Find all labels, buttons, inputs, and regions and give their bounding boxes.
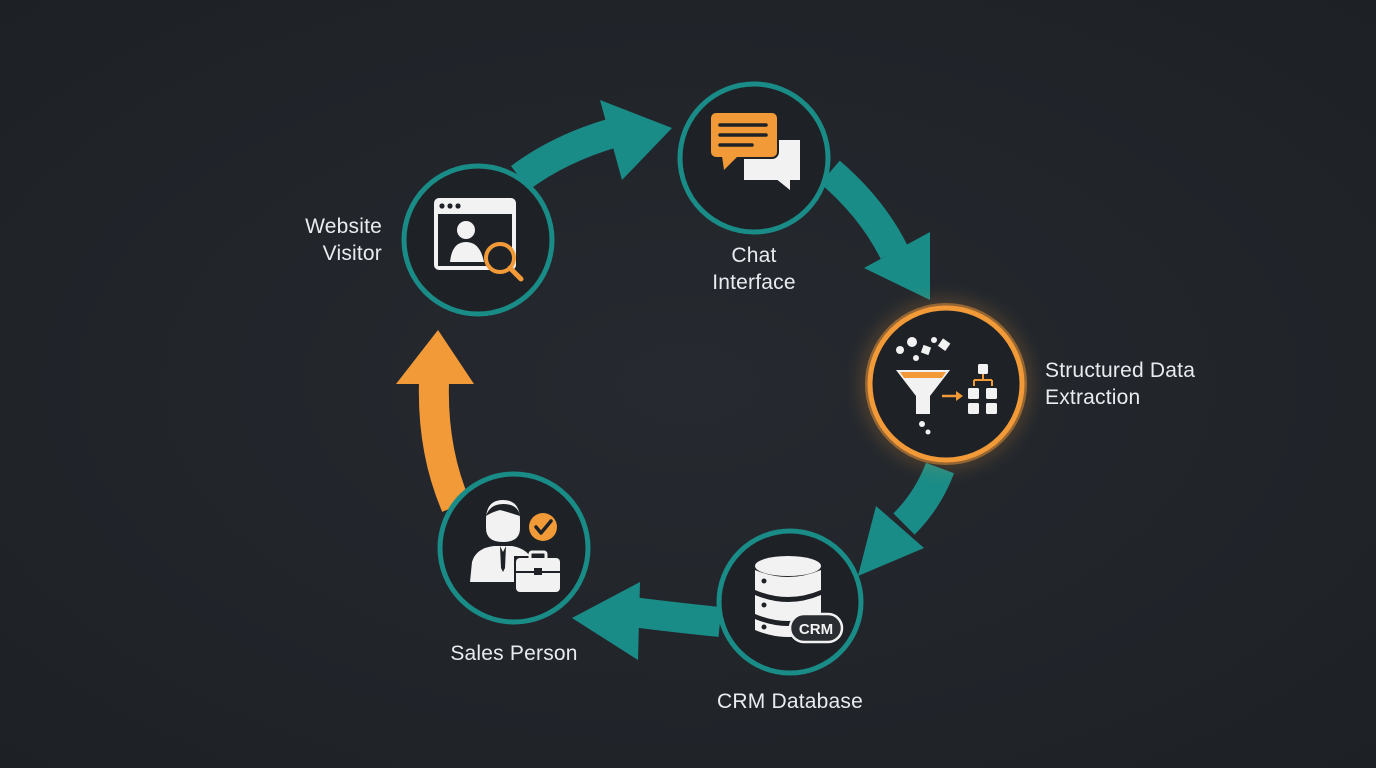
label-line: Structured Data: [1045, 359, 1196, 382]
label-line: Extraction: [1045, 386, 1141, 409]
node-chat-interface: [677, 81, 831, 235]
label-line: CRM Database: [717, 690, 863, 713]
label-line: Chat: [731, 244, 777, 267]
funnel-structure-icon: [896, 337, 997, 435]
node-website-visitor: [401, 163, 555, 317]
arrow-sales-to-visitor: [396, 330, 474, 512]
label-line: Website: [305, 215, 382, 238]
label-line: Interface: [712, 271, 796, 294]
node-sales-person: [437, 471, 591, 625]
label-website-visitor: Website Visitor: [262, 213, 382, 267]
label-line: Sales Person: [450, 642, 578, 665]
salesperson-briefcase-icon: [470, 500, 560, 592]
node-crm-database: CRM: [716, 528, 864, 676]
arrow-crm-to-sales: [572, 582, 722, 660]
crm-badge-text: CRM: [799, 621, 833, 638]
label-line: Visitor: [322, 242, 382, 265]
label-chat-interface: Chat Interface: [684, 242, 824, 296]
label-structured-data-extraction: Structured Data Extraction: [1045, 357, 1265, 411]
node-structured-data-extraction: [865, 303, 1027, 465]
label-sales-person: Sales Person: [424, 640, 604, 667]
arrow-chat-to-extraction: [820, 160, 930, 300]
database-icon: CRM: [755, 556, 844, 644]
arrow-visitor-to-chat: [511, 100, 672, 191]
browser-user-search-icon: [434, 198, 524, 282]
arrow-extraction-to-crm: [858, 462, 955, 576]
chat-bubbles-icon: [709, 111, 800, 190]
label-crm-database: CRM Database: [690, 688, 890, 715]
